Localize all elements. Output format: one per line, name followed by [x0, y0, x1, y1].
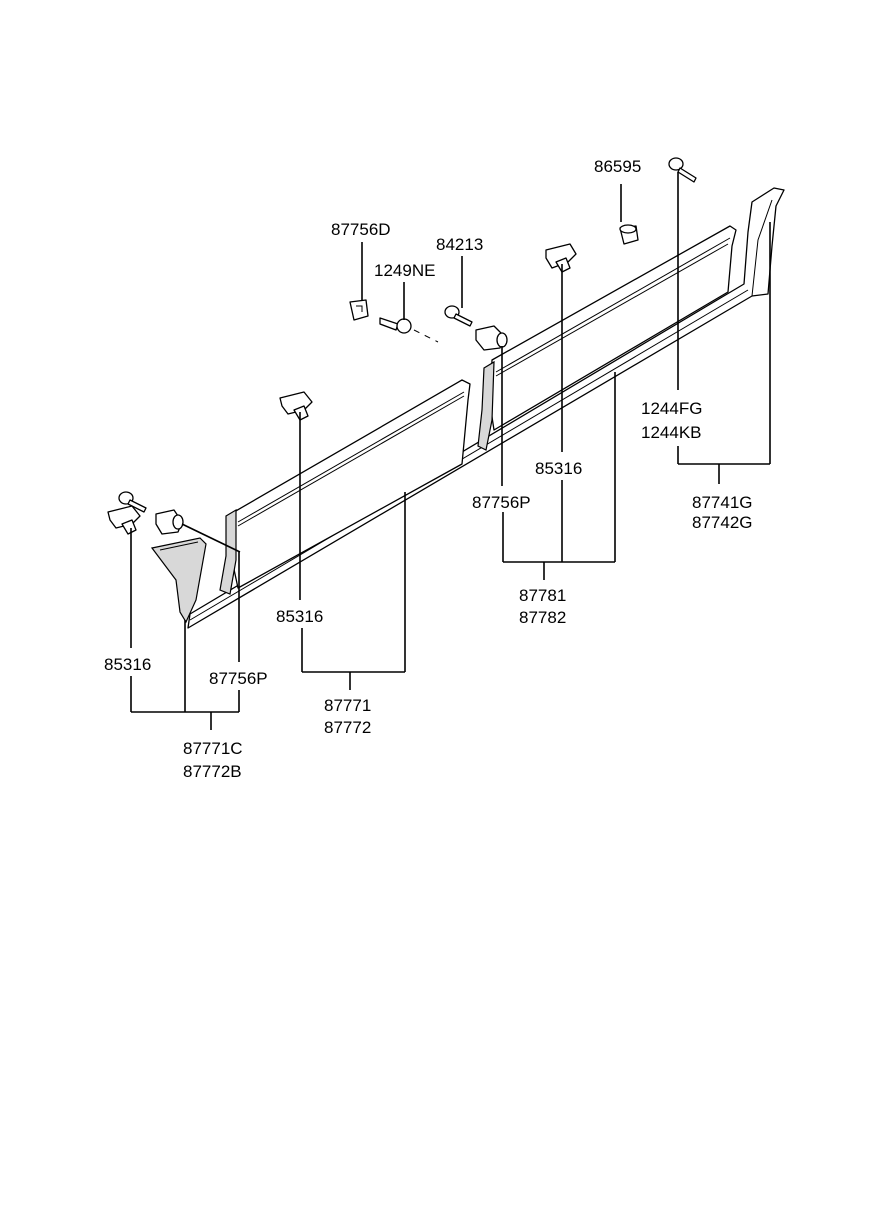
- label-87771C: 87771C: [183, 739, 243, 758]
- part-labels: 86595 87756D 84213 1249NE 1244FG 1244KB …: [104, 157, 753, 781]
- label-87771: 87771: [324, 696, 371, 715]
- label-85316-right: 85316: [535, 459, 582, 478]
- label-84213: 84213: [436, 235, 483, 254]
- label-85316-left: 85316: [104, 655, 151, 674]
- label-1244FG: 1244FG: [641, 399, 702, 418]
- clip-87756P-left: [155, 509, 241, 553]
- label-87782: 87782: [519, 608, 566, 627]
- rocker-moulding: [187, 187, 785, 629]
- rear-door-moulding: [477, 225, 737, 451]
- leader-lines: [130, 172, 771, 730]
- label-87756P-mid: 87756P: [472, 493, 531, 512]
- label-1244KB: 1244KB: [641, 423, 702, 442]
- fender-end-cap: [150, 537, 207, 624]
- label-87756P-left: 87756P: [209, 669, 268, 688]
- label-87756D: 87756D: [331, 220, 391, 239]
- label-87742G: 87742G: [692, 513, 753, 532]
- label-86595: 86595: [594, 157, 641, 176]
- label-87741G: 87741G: [692, 493, 753, 512]
- screw-1244FG: [668, 157, 697, 183]
- nut-86595: [619, 224, 639, 245]
- clip-85316-right: [545, 243, 577, 273]
- screw-1249NE: [379, 317, 439, 343]
- label-1249NE: 1249NE: [374, 261, 435, 280]
- screw-left: [118, 491, 147, 513]
- front-door-moulding: [219, 379, 471, 595]
- label-85316-mid: 85316: [276, 607, 323, 626]
- clip-87756D: [349, 299, 369, 321]
- label-87781: 87781: [519, 586, 566, 605]
- screw-84213: [444, 305, 473, 327]
- label-87772: 87772: [324, 718, 371, 737]
- label-87772B: 87772B: [183, 762, 242, 781]
- clip-85316-mid: [279, 391, 313, 421]
- clip-85316-left: [107, 505, 141, 535]
